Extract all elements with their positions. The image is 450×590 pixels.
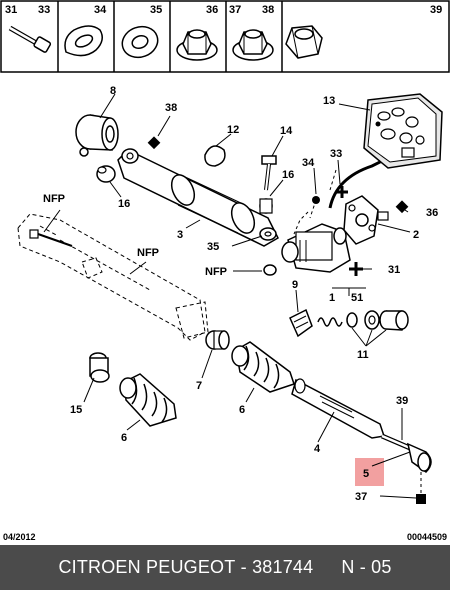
callout-14: 14 [280, 125, 293, 137]
nfp-label: NFP [43, 193, 65, 205]
seal-ring [364, 310, 380, 330]
adjuster-cap [379, 310, 409, 331]
label-31: 31 [5, 4, 17, 16]
rack-boot [119, 373, 177, 427]
callout-8: 8 [110, 85, 116, 97]
diagram-code: 00044509 [406, 532, 447, 542]
bolt-icon [8, 25, 52, 53]
callout-16: 16 [118, 198, 130, 210]
nfp-label: NFP [205, 266, 227, 278]
leader-lines [43, 93, 417, 499]
part-38-marker [147, 136, 161, 150]
callout-36: 36 [426, 207, 438, 219]
diagram-date: 04/2012 [3, 532, 36, 542]
tie-rod-end [381, 433, 432, 473]
bolt-part [261, 155, 277, 191]
callout-51: 51 [351, 292, 363, 304]
rack-bar [291, 378, 385, 439]
callout-13: 13 [323, 95, 335, 107]
sleeve-part [89, 352, 110, 383]
callout-6: 6 [239, 404, 245, 416]
steering-rack-tube [117, 149, 279, 247]
flange-nut-icon [232, 29, 274, 61]
label-33: 33 [38, 4, 50, 16]
callout-33: 33 [330, 148, 342, 160]
label-36: 36 [206, 4, 218, 16]
callout-6: 6 [121, 432, 127, 444]
shaped-washer-icon [64, 25, 103, 57]
callout-34: 34 [302, 157, 315, 169]
nfp-washer [263, 264, 277, 276]
callout-39: 39 [396, 395, 408, 407]
clip-part [204, 145, 226, 167]
steering-housing-outline [17, 213, 209, 341]
rubber-bush [259, 198, 273, 214]
callout-15: 15 [70, 404, 82, 416]
nfp-label: NFP [137, 247, 159, 259]
spring-part [317, 312, 358, 328]
footer-brand: CITROEN PEUGEOT [58, 557, 236, 577]
part-37-marker [416, 494, 426, 504]
flange-nut-icon [176, 29, 218, 61]
mount-bracket [121, 148, 139, 164]
rack-plunger [289, 308, 313, 338]
washer-part [259, 227, 277, 241]
hex-nut-icon [285, 25, 323, 59]
footer-page: N - 05 [341, 557, 392, 577]
label-34: 34 [94, 4, 107, 16]
boot-clip-ring [205, 330, 230, 350]
nfp-bolt [29, 229, 73, 247]
bushing-part [75, 114, 119, 157]
callout-12: 12 [227, 124, 239, 136]
callout-4: 4 [314, 443, 321, 455]
footer-bar: CITROEN PEUGEOT - 381744 N - 05 [0, 545, 450, 590]
label-39: 39 [430, 4, 442, 16]
callout-16: 16 [282, 169, 294, 181]
valve-cover-part [343, 195, 389, 245]
rack-boot [231, 341, 295, 393]
callout-31: 31 [388, 264, 400, 276]
callout-3: 3 [177, 229, 183, 241]
callout-11: 11 [357, 349, 369, 361]
callout-38: 38 [165, 102, 177, 114]
callout-1: 1 [329, 292, 335, 304]
part-33-marker [336, 186, 348, 198]
callout-9: 9 [292, 279, 298, 291]
highlight-box [355, 458, 384, 486]
rubber-bush [96, 165, 116, 183]
footer-separator: - [235, 557, 253, 577]
callout-5: 5 [363, 468, 369, 480]
label-35: 35 [150, 4, 162, 16]
flat-washer-icon [121, 25, 159, 59]
label-38: 38 [262, 4, 274, 16]
seal-kit-part [363, 93, 443, 169]
callout-2: 2 [413, 229, 419, 241]
callout-37: 37 [355, 491, 367, 503]
part-31-marker [349, 262, 363, 276]
callout-7: 7 [196, 380, 202, 392]
label-37: 37 [229, 4, 241, 16]
hardware-row: 31 33 34 35 36 37 38 [0, 0, 450, 73]
footer-part-number: 381744 [252, 557, 314, 577]
callout-labels: 8 38 12 14 13 16 16 34 33 36 3 2 35 31 N… [43, 85, 438, 503]
pinion-valve-housing [281, 223, 351, 273]
callout-35: 35 [207, 241, 219, 253]
